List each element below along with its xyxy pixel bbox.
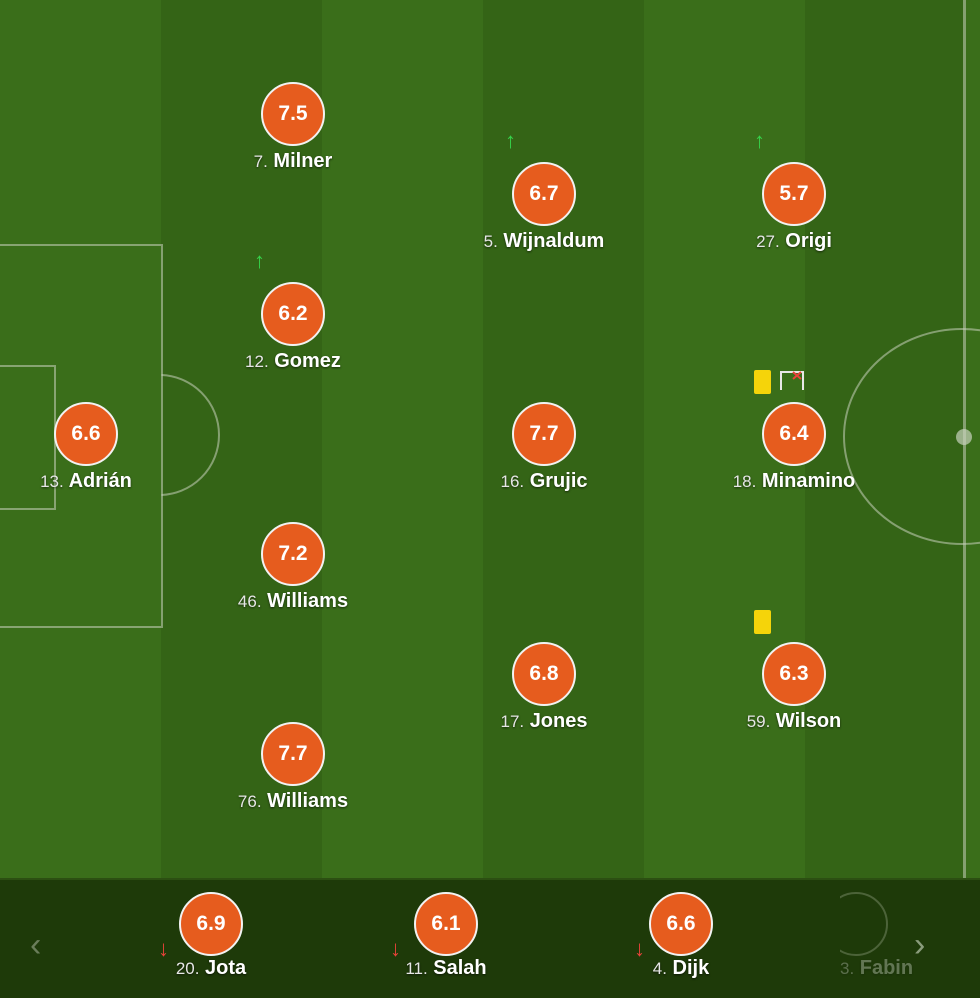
player-name: Wijnaldum [503, 230, 605, 252]
yellow-card-icon [754, 370, 771, 394]
arrow-up-icon: ↑ [505, 128, 516, 153]
bench-player-dijk[interactable]: 6.6 4. Dijk [601, 892, 761, 980]
player-name: Williams [267, 590, 349, 612]
player-name: Minamino [761, 470, 856, 492]
yellow-card-icon [754, 610, 771, 634]
player-gomez[interactable]: 6.2 12. Gomez [213, 282, 373, 373]
arrow-up-icon: ↑ [754, 128, 765, 153]
bench-player-jota[interactable]: 6.9 20. Jota [131, 892, 291, 980]
player-williams-76[interactable]: 7.7 76. Williams [213, 722, 373, 813]
player-name: Wilson [775, 710, 842, 732]
player-name: Gomez [274, 350, 341, 372]
player-origi[interactable]: 5.7 27. Origi [714, 162, 874, 253]
arrow-up-icon: ↑ [254, 248, 265, 273]
player-number: 27. [756, 232, 780, 251]
arrow-down-icon: ↓ [634, 936, 645, 961]
chevron-right-icon[interactable]: › [914, 926, 926, 964]
player-number: 7. [253, 152, 268, 171]
player-number: 16. [500, 472, 525, 491]
player-jones[interactable]: 6.8 17. Jones [464, 642, 624, 733]
rating-badge: 6.4 [762, 402, 826, 466]
player-name: Williams [267, 790, 349, 812]
player-name: Jota [205, 957, 247, 979]
player-name: Milner [273, 150, 333, 172]
player-name: Fabin [859, 957, 914, 979]
center-spot [956, 429, 972, 445]
rating-badge: 6.6 [649, 892, 713, 956]
rating-badge: 6.9 [179, 892, 243, 956]
player-name: Grujic [529, 470, 588, 492]
player-number: 11. [405, 959, 428, 978]
rating-badge: 7.2 [261, 522, 325, 586]
player-number: 59. [746, 712, 771, 731]
player-name: Salah [433, 957, 487, 979]
bench-player-fabinho[interactable]: 3. Fabin [840, 892, 980, 980]
rating-badge: 6.3 [762, 642, 826, 706]
player-number: 18. [732, 472, 757, 491]
player-name: Adrián [68, 470, 132, 492]
player-adrian[interactable]: 6.6 13. Adrián [6, 402, 166, 493]
player-wijnaldum[interactable]: 6.7 5. Wijnaldum [464, 162, 624, 253]
player-name: Jones [529, 710, 588, 732]
substitutes-bar: ‹ ↓ 6.9 20. Jota ↓ 6.1 11. Salah ↓ 6.6 4… [0, 878, 980, 998]
player-minamino[interactable]: 6.4 18. Minamino [714, 402, 874, 493]
player-number: 4. [652, 959, 667, 978]
player-number: 76. [237, 792, 262, 811]
player-number: 12. [245, 352, 269, 371]
goal-icon [780, 371, 804, 390]
rating-badge: 5.7 [762, 162, 826, 226]
rating-badge: 7.5 [261, 82, 325, 146]
player-milner[interactable]: 7.5 7. Milner [213, 82, 373, 173]
arrow-down-icon: ↓ [390, 936, 401, 961]
player-number: 46. [237, 592, 262, 611]
player-number: 3. [840, 959, 855, 978]
player-williams-46[interactable]: 7.2 46. Williams [213, 522, 373, 613]
chevron-left-icon[interactable]: ‹ [30, 926, 42, 964]
player-number: 13. [40, 472, 64, 491]
rating-badge [840, 892, 888, 956]
rating-badge: 6.2 [261, 282, 325, 346]
rating-badge: 6.1 [414, 892, 478, 956]
player-number: 5. [483, 232, 498, 251]
player-number: 20. [175, 959, 200, 978]
rating-badge: 6.7 [512, 162, 576, 226]
rating-badge: 6.8 [512, 642, 576, 706]
arrow-down-icon: ↓ [158, 936, 169, 961]
player-name: Dijk [672, 957, 710, 979]
bench-player-salah[interactable]: 6.1 11. Salah [366, 892, 526, 980]
rating-badge: 6.6 [54, 402, 118, 466]
pitch: 6.6 13. Adrián 7.5 7. Milner ↑ 6.2 12. G… [0, 0, 980, 878]
player-wilson[interactable]: 6.3 59. Wilson [714, 642, 874, 733]
rating-badge: 7.7 [512, 402, 576, 466]
player-number: 17. [500, 712, 525, 731]
player-name: Origi [785, 230, 832, 252]
player-grujic[interactable]: 7.7 16. Grujic [464, 402, 624, 493]
rating-badge: 7.7 [261, 722, 325, 786]
